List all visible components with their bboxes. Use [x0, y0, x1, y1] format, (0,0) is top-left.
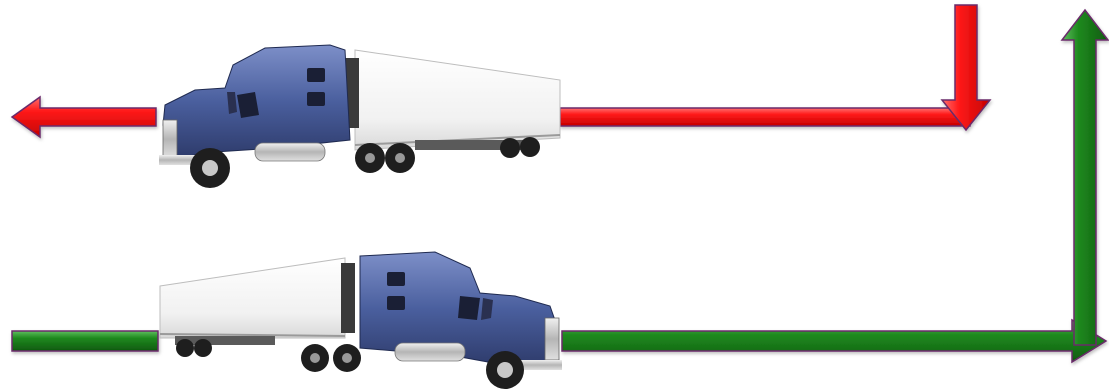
trailer-body [160, 258, 345, 338]
trailer-body [355, 50, 560, 150]
red-left-arrow [12, 97, 156, 137]
cab-window [458, 296, 480, 320]
grille [163, 120, 177, 158]
grille [545, 318, 559, 360]
green-left-bar [12, 331, 158, 351]
fuel-tank [395, 343, 465, 361]
reefer-unit [341, 263, 355, 333]
green-up-arrow [1062, 10, 1108, 345]
green-right-arrow [562, 320, 1106, 362]
fuel-tank [255, 143, 325, 161]
truck-facing-left [155, 40, 565, 190]
truck-facing-right [155, 248, 565, 390]
red-horizontal-bar [560, 108, 970, 126]
